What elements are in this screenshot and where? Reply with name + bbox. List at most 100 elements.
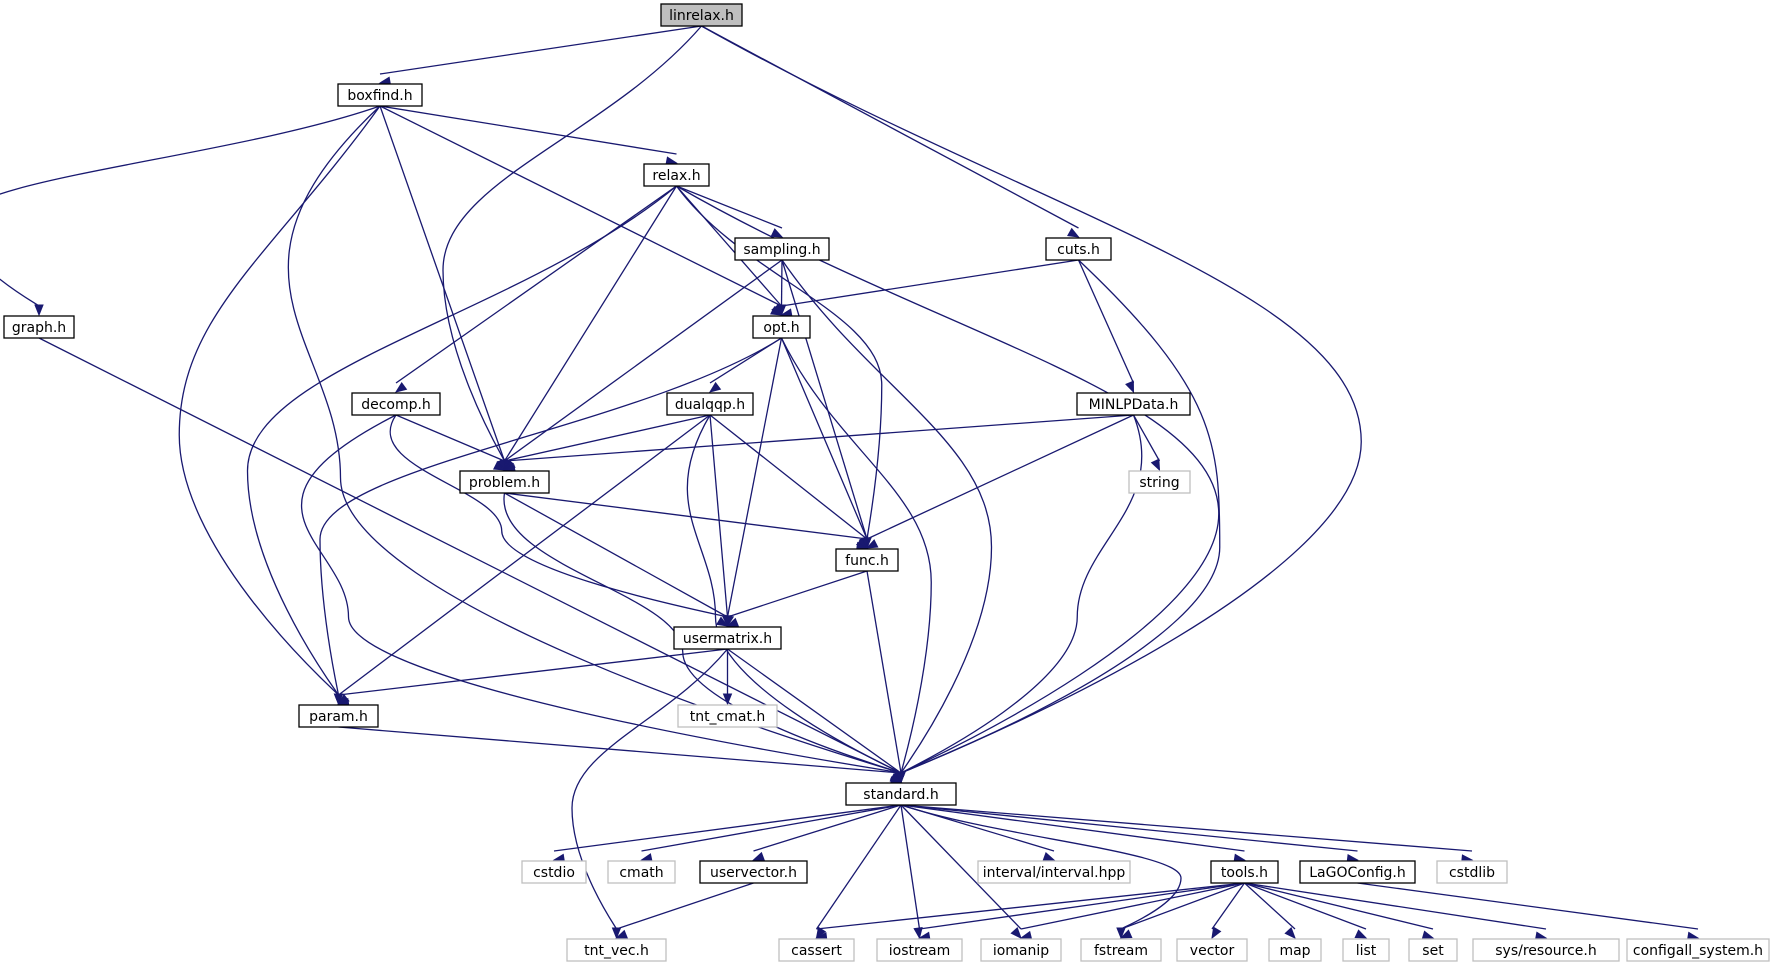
node-usermatrix[interactable]: usermatrix.h [673,626,782,650]
node-box [351,392,441,416]
node-iomanip: iomanip [980,938,1062,962]
arrowhead-icon [1150,458,1161,472]
edge-line [379,25,702,75]
arrowhead-icon [770,228,784,238]
node-box [980,938,1062,962]
node-label: tnt_vec.h [584,943,649,959]
edge-line [709,414,729,618]
node-func[interactable]: func.h [835,548,899,572]
edge-line [319,337,782,696]
node-sampling[interactable]: sampling.h [734,237,830,261]
edge-sampling-to-func [781,259,869,550]
node-box [660,3,743,27]
edge-opt-to-param [319,337,782,706]
arrowhead-icon [1421,930,1435,940]
arrowhead-icon [615,929,629,939]
arrowhead-icon [716,616,729,627]
edge-line [38,337,902,774]
node-opt[interactable]: opt.h [752,315,811,339]
node-decomp[interactable]: decomp.h [351,392,441,416]
edge-tools-to-fstream [1119,882,1245,939]
edge-line [727,570,868,618]
node-cuts[interactable]: cuts.h [1045,237,1112,261]
node-label: uservector.h [710,865,797,881]
node-relax[interactable]: relax.h [643,163,710,187]
edge-line [287,105,902,774]
node-boxfind[interactable]: boxfind.h [337,83,423,107]
node-box [699,860,808,884]
edge-opt-to-usermatrix [724,337,783,628]
edge-uservector-to-tnt_vec [615,882,754,939]
node-box [643,163,710,187]
node-label: standard.h [863,787,938,803]
node-dualqqp[interactable]: dualqqp.h [666,392,754,416]
node-label: sys/resource.h [1495,943,1596,959]
edge-line [780,337,868,540]
node-standard[interactable]: standard.h [845,782,957,806]
node-box [673,626,782,650]
node-box [778,938,855,962]
edge-minlpdata-to-func [865,414,1134,549]
arrowhead-icon [913,926,923,940]
node-cassert: cassert [778,938,855,962]
arrowhead-icon [1067,227,1080,238]
arrowhead-icon [1119,929,1133,939]
edge-line [338,414,711,696]
arrowhead-icon [1010,927,1022,939]
node-configall_system: configall_system.h [1626,938,1770,962]
edge-line [379,105,782,307]
edge-line [727,648,902,774]
edge-standard-to-cassert [815,804,902,940]
edge-line [900,259,1221,774]
node-box [1436,860,1508,884]
edge-minlpdata-to-string [1132,414,1161,472]
node-lagoconfig[interactable]: LaGOConfig.h [1299,860,1416,884]
edge-problem-to-func [504,492,869,552]
arrowhead-icon [1019,930,1033,941]
edge-line [781,259,868,540]
edge-line [395,185,677,384]
node-graph[interactable]: graph.h [3,315,75,339]
node-sys_resource: sys/resource.h [1472,938,1620,962]
edge-line [726,337,783,618]
node-fstream: fstream [1080,938,1162,962]
edge-minlpdata-to-problem [503,414,1134,474]
edge-line [701,25,1362,774]
edge-tools-to-vector [1211,882,1246,940]
node-tools[interactable]: tools.h [1210,860,1279,884]
node-param[interactable]: param.h [298,704,379,728]
node-label: boxfind.h [347,88,412,104]
edge-line [780,259,783,307]
edge-line [504,492,868,540]
node-label: cstdlib [1449,865,1495,881]
edge-line [1244,882,1434,930]
node-uservector[interactable]: uservector.h [699,860,808,884]
edge-line [866,414,1134,540]
edge-line [301,414,902,774]
edge-relax-to-sampling [676,185,784,238]
node-box [1299,860,1416,884]
edge-boxfind-to-standard [287,105,906,784]
node-label: func.h [845,553,889,569]
node-label: opt.h [763,320,799,336]
edge-opt-to-dualqqp [708,337,782,393]
node-box [337,83,423,107]
edge-line [379,105,506,462]
node-map: map [1268,938,1322,962]
edge-tools-to-list [1244,882,1368,939]
node-label: cassert [791,943,842,959]
node-problem[interactable]: problem.h [459,470,550,494]
node-label: relax.h [652,168,700,184]
node-tnt_cmat: tnt_cmat.h [677,704,778,728]
edge-linrelax-to-boxfind [378,25,702,86]
node-minlpdata[interactable]: MINLPData.h [1076,392,1191,416]
edge-line [753,804,902,852]
arrowhead-icon [34,304,44,317]
node-linrelax[interactable]: linrelax.h [660,3,743,27]
node-cstdlib: cstdlib [1436,860,1508,884]
edge-line [1020,882,1245,930]
edge-line [919,882,1245,930]
edge-problem-to-usermatrix [504,492,729,627]
edge-cuts-to-standard [896,259,1221,784]
